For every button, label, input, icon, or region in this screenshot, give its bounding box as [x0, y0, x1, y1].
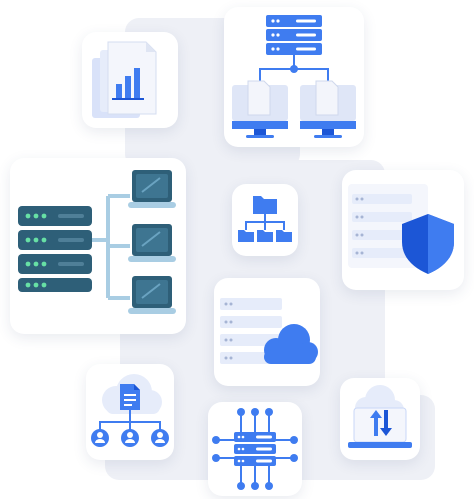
- cloud-storage-card: [214, 278, 320, 386]
- bar-chart-document-icon: [92, 41, 157, 118]
- folder-hierarchy-icon: [238, 196, 292, 242]
- server-chip-network-icon: [212, 408, 298, 490]
- server-chip-network-card: [208, 402, 302, 496]
- server-rack-monitors-card: [10, 158, 186, 334]
- cloud-storage-icon: [220, 298, 318, 364]
- bar-chart-document-card: [82, 32, 178, 128]
- cloud-sync-laptop-card: [340, 378, 420, 460]
- cloud-document-network-card: [86, 364, 174, 460]
- security-shield-card: [342, 170, 464, 290]
- server-network-computers-card: [224, 7, 364, 147]
- folder-hierarchy-card: [232, 184, 298, 256]
- server-rack-monitors-icon: [18, 170, 176, 314]
- cloud-document-network-icon: [91, 374, 169, 447]
- server-network-computers-icon: [232, 15, 356, 138]
- cloud-sync-laptop-icon: [348, 385, 412, 448]
- security-shield-icon: [348, 184, 454, 274]
